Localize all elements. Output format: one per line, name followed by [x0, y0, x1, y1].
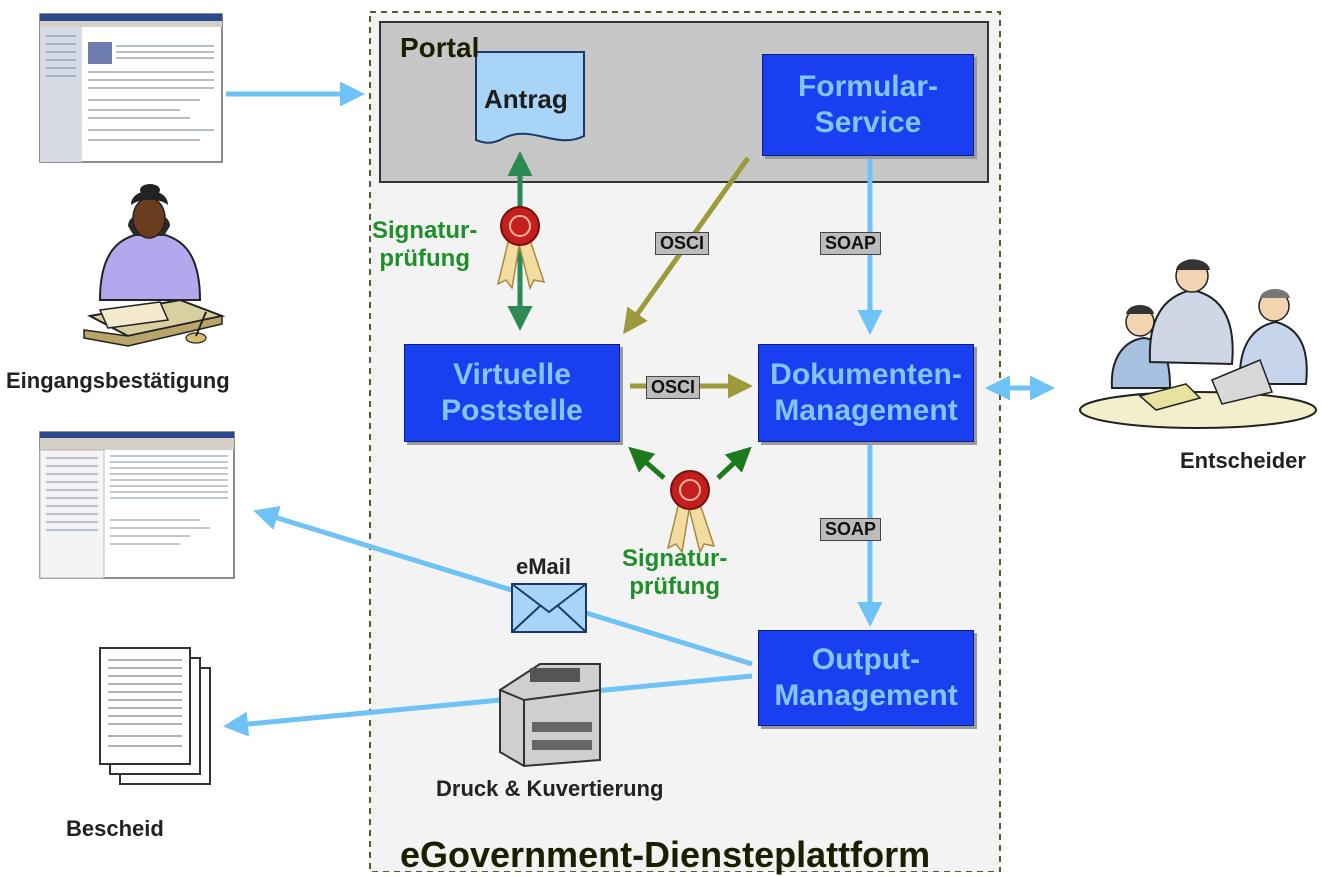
platform-title: eGovernment-Diensteplattform: [400, 834, 931, 875]
print-label: Druck & Kuvertierung: [436, 776, 664, 801]
signature-check-lower: Signatur- prüfung: [622, 545, 727, 601]
dokumente-label-line1: Dokumenten-: [770, 358, 962, 391]
output-label-line2: Management: [774, 679, 958, 712]
email-arrow: [253, 505, 753, 667]
output-management-box: Output- Management: [758, 630, 974, 726]
notice-label: Bescheid: [66, 816, 164, 841]
envelope-icon: [511, 583, 587, 633]
osci-label-middle: OSCI: [646, 376, 701, 399]
signature-check-upper-line2: prüfung: [379, 245, 470, 272]
antrag-label: Antrag: [484, 84, 568, 114]
portal-browser-screenshot: [39, 13, 223, 163]
antrag-document-icon: [475, 51, 585, 144]
bescheid-documents-icon: [99, 647, 211, 785]
printer-icon: [499, 663, 601, 768]
seal-icon-lower: [666, 470, 716, 555]
formular-service-label-line1: Formular-: [797, 70, 938, 103]
signature-arrow-lower-right: [716, 446, 752, 480]
poststelle-label-line1: Virtuelle: [453, 358, 571, 391]
dokumente-label-line2: Management: [774, 394, 958, 427]
email-client-screenshot: [39, 431, 235, 579]
signature-check-lower-line1: Signatur-: [622, 545, 728, 572]
formular-service-label-line2: Service: [814, 106, 922, 139]
decider-label: Entscheider: [1180, 448, 1306, 473]
signature-check-upper-line1: Signatur-: [372, 217, 478, 244]
decision-makers-illustration: [1079, 259, 1317, 429]
osci-label-upper: OSCI: [655, 232, 710, 255]
virtuelle-poststelle-box: Virtuelle Poststelle: [404, 344, 620, 442]
seal-icon-upper: [496, 206, 546, 291]
soap-label-lower: SOAP: [820, 518, 882, 541]
output-label-line1: Output-: [811, 643, 921, 676]
dokumenten-management-box: Dokumenten- Management: [758, 344, 974, 442]
poststelle-label-line2: Poststelle: [441, 394, 583, 427]
formular-service-box: Formular- Service: [762, 54, 974, 156]
receipt-label: Eingangsbestätigung: [6, 368, 230, 393]
print-arrow: [223, 673, 753, 737]
portal-title: Portal: [400, 32, 480, 63]
soap-label-upper: SOAP: [820, 232, 882, 255]
signature-check-lower-line2: prüfung: [629, 573, 720, 600]
clerk-illustration: [83, 184, 226, 347]
email-label: eMail: [516, 554, 572, 579]
signature-arrow-lower-left: [628, 446, 666, 480]
signature-check-upper: Signatur- prüfung: [372, 217, 477, 273]
